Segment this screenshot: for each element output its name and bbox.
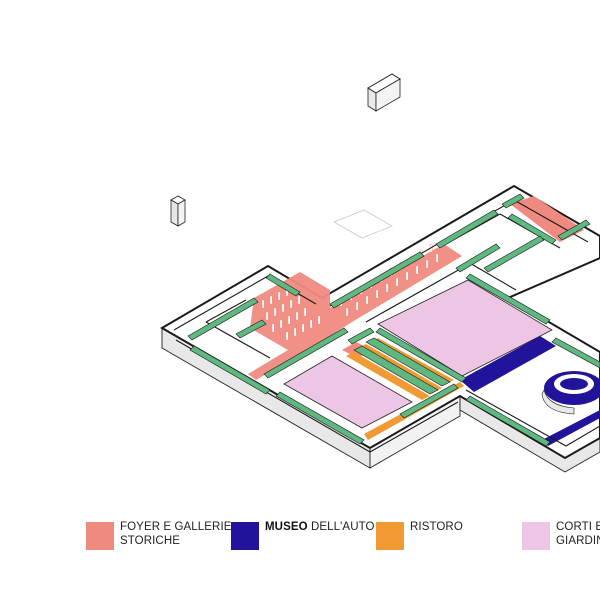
green-walls (187, 193, 600, 447)
legend: FOYER E GALLERIE STORICHE MUSEO DELL'AUT… (0, 520, 600, 580)
legend-label-corti-line2: GIARDINI (556, 535, 600, 547)
legend-label-museo-bold: MUSEO (265, 521, 308, 533)
legend-item-foyer: FOYER E GALLERIE STORICHE (86, 520, 232, 550)
courtyard-large (377, 279, 553, 377)
legend-label-museo: MUSEO DELL'AUTO (265, 520, 375, 534)
floating-block-top (367, 73, 401, 112)
legend-label-ristoro: RISTORO (410, 520, 463, 534)
legend-swatch-museo (231, 522, 259, 550)
legend-swatch-corti (522, 522, 550, 550)
legend-label-corti: CORTI ESTERNE E GIARDINI (556, 520, 600, 548)
legend-item-corti: CORTI ESTERNE E GIARDINI (522, 520, 600, 550)
legend-label-foyer-line1: FOYER E GALLERIE (120, 521, 232, 533)
floating-pillar-left (170, 195, 186, 227)
museo-zone (460, 336, 600, 446)
legend-swatch-foyer (86, 522, 114, 550)
legend-label-foyer-line2: STORICHE (120, 535, 181, 547)
legend-label-museo-rest: DELL'AUTO (307, 521, 375, 533)
legend-label-ristoro-line1: RISTORO (410, 521, 463, 533)
courtyard-small (283, 355, 413, 429)
legend-item-museo: MUSEO DELL'AUTO (231, 520, 375, 550)
legend-swatch-ristoro (376, 522, 404, 550)
corti-courtyards (283, 279, 553, 429)
floating-plate (333, 209, 393, 239)
legend-label-corti-line1: CORTI ESTERNE E (556, 521, 600, 533)
legend-label-foyer: FOYER E GALLERIE STORICHE (120, 520, 232, 548)
legend-item-ristoro: RISTORO (376, 520, 463, 550)
